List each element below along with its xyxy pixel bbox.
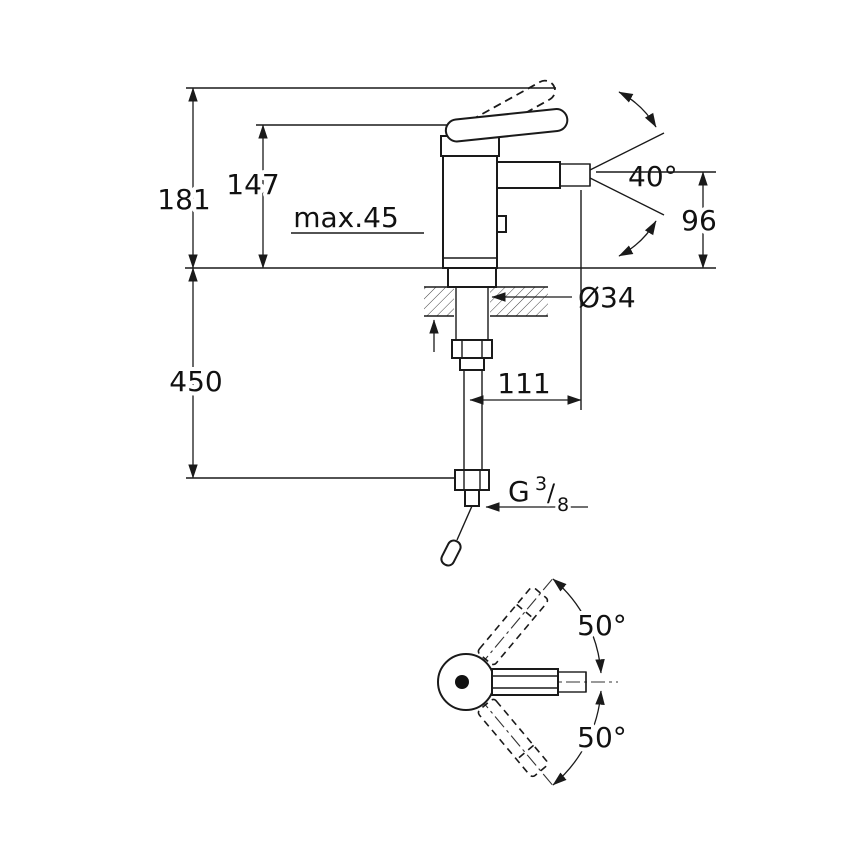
label-outlet-height: 96 bbox=[681, 204, 717, 237]
spout bbox=[496, 161, 561, 189]
pull-rod-knob bbox=[440, 539, 462, 567]
label-body-diameter: Ø34 bbox=[578, 281, 636, 314]
arc-swivel-up bbox=[552, 578, 605, 674]
centerline-up-50 bbox=[478, 575, 556, 668]
label-spout-angle: 40° bbox=[628, 160, 678, 193]
handle-dashed-up bbox=[477, 586, 549, 666]
label-swivel-up: 50° bbox=[577, 609, 627, 642]
handle-solid bbox=[491, 668, 587, 696]
connector-tube bbox=[464, 489, 480, 507]
label-hose-length: 450 bbox=[169, 365, 222, 398]
counter-section bbox=[424, 286, 548, 317]
arc-swivel-down bbox=[552, 690, 605, 786]
label-lever-height: 147 bbox=[226, 168, 279, 201]
aerator-tip bbox=[559, 163, 591, 187]
base-flange bbox=[447, 267, 497, 288]
handle-dashed-down bbox=[477, 698, 549, 778]
label-thread-prefix: G bbox=[508, 475, 530, 508]
label-spout-reach: 111 bbox=[497, 367, 550, 400]
label-thread-denominator: 8 bbox=[557, 494, 569, 516]
hose-reducer bbox=[459, 357, 485, 371]
label-thread-slash: / bbox=[547, 479, 556, 507]
threaded-shank bbox=[455, 286, 489, 341]
pull-rod bbox=[456, 505, 473, 541]
label-overall-height: 181 bbox=[157, 183, 210, 216]
centerline-down-50 bbox=[478, 696, 556, 789]
faucet-body bbox=[442, 155, 498, 269]
label-max-counter: max.45 bbox=[293, 201, 399, 234]
dimensions: 181 147 max.45 40° 96 Ø34 450 111 bbox=[153, 87, 721, 519]
popup-knob bbox=[496, 215, 507, 233]
label-swivel-down: 50° bbox=[577, 721, 627, 754]
thread-callout: G 3 / 8 bbox=[485, 470, 588, 519]
top-view: 50° 50° bbox=[437, 575, 631, 789]
label-thread-numerator: 3 bbox=[535, 473, 547, 495]
front-view bbox=[185, 79, 716, 567]
lever-handle bbox=[444, 108, 569, 143]
mounting-nut bbox=[451, 339, 493, 359]
hose-connector-nut bbox=[454, 469, 490, 491]
flexible-hose bbox=[463, 369, 483, 471]
outlet-dot bbox=[455, 675, 469, 689]
spout-angle-group: 40° bbox=[589, 91, 682, 257]
